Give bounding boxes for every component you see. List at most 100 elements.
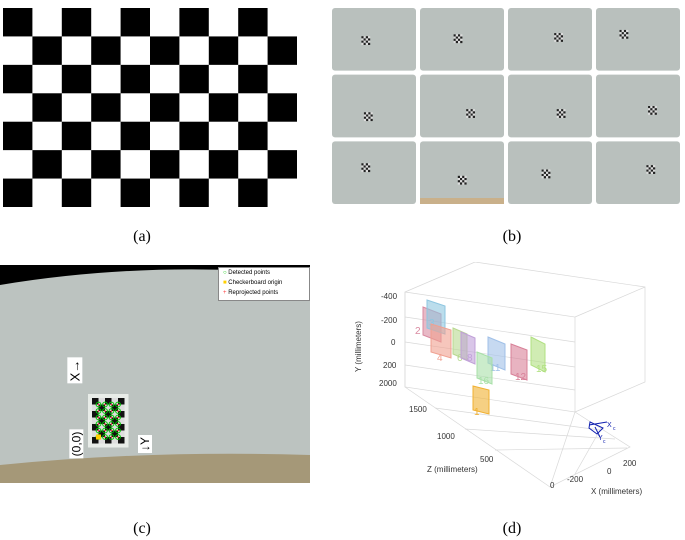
board-square	[92, 430, 99, 437]
checker-square	[238, 121, 268, 151]
y-tick: 0	[391, 338, 396, 347]
y-axis-tag: ↓Y	[138, 434, 153, 454]
checker-square	[61, 93, 92, 123]
detected-point	[95, 401, 102, 408]
checker-square	[120, 93, 151, 123]
reprojected-point	[117, 416, 119, 419]
calibration-thumbnail	[420, 141, 504, 204]
reprojected-point	[110, 410, 113, 412]
detected-point	[115, 401, 121, 408]
board-square	[111, 398, 118, 405]
checker-square	[238, 150, 268, 179]
checker-square	[32, 178, 63, 207]
plane-label: 4	[437, 353, 443, 364]
camera-y-sub: c	[603, 439, 606, 445]
detected-point	[108, 401, 115, 408]
x-tick: 200	[623, 459, 637, 468]
plane-label: 11	[490, 363, 501, 374]
checker-square	[150, 150, 180, 179]
calibration-plane	[430, 323, 452, 359]
detected-point	[95, 421, 102, 427]
y-tick: 200	[383, 361, 397, 370]
z-tick: 1500	[409, 405, 427, 414]
calibration-thumbnail	[420, 8, 504, 71]
x-axis-label: X (millimeters)	[591, 487, 642, 496]
board-square	[92, 411, 99, 418]
reprojected-point	[104, 436, 106, 438]
calibration-thumbnail	[596, 141, 680, 204]
detected-point	[115, 427, 121, 434]
checker-square	[91, 150, 121, 179]
checker-square	[267, 93, 297, 123]
board-square	[111, 424, 118, 431]
detected-point	[102, 427, 108, 434]
checker-square	[32, 121, 63, 151]
z-ticks: 2000 1500 1000 500 0	[379, 379, 555, 490]
plane-label: 12	[515, 372, 527, 383]
board-square	[118, 430, 125, 437]
y-tick: -200	[381, 316, 398, 325]
detected-point	[95, 427, 102, 434]
board-square	[92, 404, 99, 411]
board-square	[98, 430, 105, 437]
x-ticks: -200 0 200	[567, 459, 637, 484]
board-square	[111, 417, 118, 424]
board-square	[105, 437, 112, 444]
checker-square	[267, 64, 297, 94]
reprojected-point	[117, 403, 119, 406]
checker-square	[208, 178, 239, 207]
checker-square	[91, 8, 121, 37]
reprojected-point	[104, 429, 106, 432]
detected-point	[115, 408, 121, 414]
checker-square	[238, 8, 268, 37]
checker-square	[150, 121, 180, 151]
calibration-plane	[472, 385, 490, 415]
checker-square	[208, 8, 239, 37]
caption-c: (c)	[133, 520, 151, 537]
checker-square	[150, 36, 180, 66]
detection-scene	[0, 265, 310, 483]
calibration-thumbnail	[596, 8, 680, 71]
checker-square	[91, 178, 121, 207]
checker-square	[91, 93, 121, 123]
reprojected-point	[97, 423, 100, 425]
x-axis-tag: X→	[67, 357, 83, 384]
checker-square	[208, 121, 239, 151]
board-square	[118, 424, 125, 431]
detected-point	[115, 414, 121, 421]
board-square	[105, 411, 112, 418]
board-square	[98, 398, 105, 405]
checker-square	[150, 8, 180, 37]
camera-y-label: Y	[598, 435, 603, 442]
plane-label: 3	[429, 318, 435, 329]
x-tick: 0	[607, 467, 612, 476]
checker-square	[61, 8, 92, 37]
board-square	[118, 404, 125, 411]
board-square	[118, 398, 125, 405]
detected-point	[102, 414, 108, 421]
reprojected-point	[110, 403, 113, 406]
reprojected-point	[104, 403, 106, 406]
calibration-thumbnail	[508, 8, 592, 71]
board-square	[105, 417, 112, 424]
reprojected-point	[117, 423, 119, 425]
checker-square	[120, 121, 151, 151]
detected-point	[115, 434, 121, 440]
detected-point	[95, 408, 102, 414]
plane-label: 8	[467, 353, 473, 364]
calibration-plane	[476, 351, 493, 385]
checker-square	[61, 36, 92, 66]
checker-square	[91, 36, 121, 66]
board-square	[118, 411, 125, 418]
checker-square	[179, 36, 210, 66]
board-square	[92, 417, 99, 424]
checker-square	[150, 64, 180, 94]
board-square	[98, 424, 105, 431]
checker-square	[150, 178, 180, 207]
z-tick: 500	[480, 455, 494, 464]
checker-square	[150, 93, 180, 123]
detection-photo: ○ Detected points ■ Checkerboard origin …	[0, 265, 310, 483]
detected-point	[102, 421, 108, 427]
reprojected-point	[104, 410, 106, 412]
